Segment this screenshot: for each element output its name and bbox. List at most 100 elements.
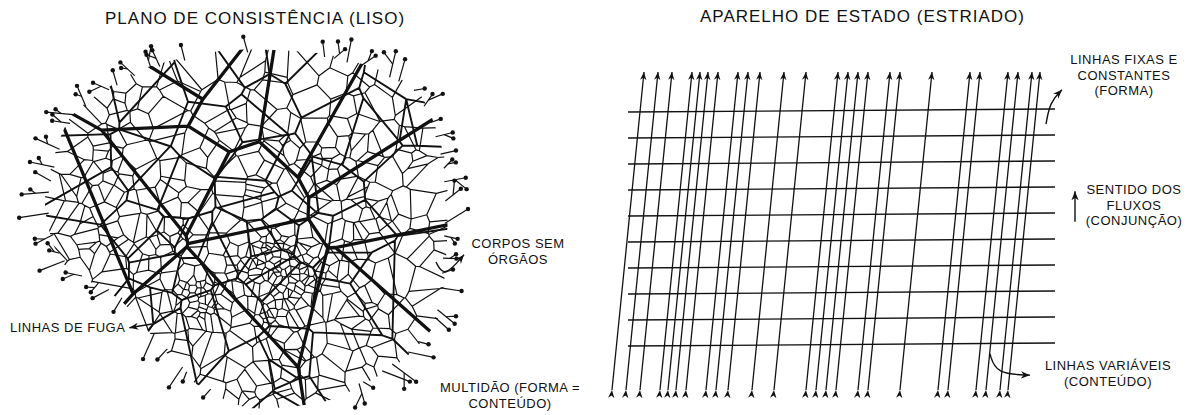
- end-dot: [370, 49, 374, 53]
- end-dot: [441, 92, 445, 96]
- end-dot: [75, 84, 79, 88]
- end-dot: [414, 380, 418, 384]
- end-dot: [451, 136, 455, 140]
- end-dot: [47, 248, 51, 252]
- end-dot: [33, 136, 37, 140]
- end-dot: [33, 170, 37, 174]
- end-dot: [363, 401, 367, 405]
- mesh-lines: [20, 30, 480, 415]
- line-end: [323, 42, 325, 57]
- end-dot: [453, 241, 457, 245]
- end-dot: [336, 39, 340, 43]
- end-dot: [403, 57, 407, 61]
- annotation-label: LINHAS FIXAS E CONSTANTES (FORMA): [1066, 52, 1182, 99]
- end-dot: [454, 160, 458, 164]
- end-dot: [111, 310, 115, 314]
- end-dot: [394, 49, 398, 53]
- end-dot: [241, 35, 245, 39]
- end-dot: [454, 256, 458, 260]
- end-dot: [84, 285, 88, 289]
- leader-arrow: [1046, 90, 1062, 124]
- fixed-line: [628, 213, 1055, 216]
- leader-lines: [129, 90, 1075, 375]
- line-end: [384, 52, 393, 64]
- line-end: [36, 138, 60, 149]
- end-dot: [141, 357, 145, 361]
- line-end: [435, 317, 449, 329]
- annotation-label: MULTIDÃO (FORMA = CONTEÚDO): [425, 380, 595, 411]
- line-end: [113, 70, 117, 85]
- end-dot: [382, 50, 386, 54]
- end-dot: [353, 405, 357, 409]
- end-dot: [91, 81, 95, 85]
- line-ends: [17, 35, 470, 410]
- leader-arrow: [436, 255, 464, 272]
- end-dot: [408, 379, 412, 383]
- variable-line: [660, 72, 692, 390]
- end-dot: [373, 53, 377, 57]
- variable-line: [806, 72, 838, 390]
- variable-line: [976, 72, 1008, 390]
- end-dot: [87, 90, 91, 94]
- line-end: [440, 288, 461, 291]
- variable-line: [612, 72, 644, 390]
- end-dot: [61, 277, 65, 281]
- leader-arrow: [1074, 191, 1075, 221]
- end-dot: [454, 148, 458, 152]
- mesh-lines: [20, 30, 480, 415]
- end-dot: [33, 237, 37, 241]
- variable-line: [868, 72, 900, 390]
- line-end: [19, 213, 49, 217]
- line-end: [355, 393, 362, 407]
- end-dot: [118, 60, 122, 64]
- smooth-mesh: [20, 30, 480, 415]
- panel-heading: APARELHO DE ESTADO (ESTRIADO): [700, 7, 1025, 27]
- end-dot: [455, 237, 459, 241]
- striated-grid: [612, 72, 1055, 390]
- end-dot: [452, 178, 456, 182]
- line-end: [35, 172, 51, 181]
- end-dot: [37, 156, 41, 160]
- line-end: [93, 290, 109, 299]
- variable-line: [640, 72, 672, 390]
- end-dot: [50, 112, 54, 116]
- line-end: [143, 334, 154, 359]
- end-dot: [167, 385, 171, 389]
- end-dot: [89, 290, 93, 294]
- end-dot: [181, 379, 185, 383]
- line-end: [404, 373, 405, 389]
- variable-line: [900, 72, 932, 390]
- end-dot: [452, 322, 456, 326]
- leader-arrow: [129, 324, 152, 328]
- variable-line: [1008, 72, 1040, 390]
- end-dot: [371, 386, 375, 390]
- line-end: [243, 37, 247, 53]
- end-dot: [144, 53, 148, 57]
- end-dot: [343, 47, 347, 51]
- line-end: [399, 59, 405, 81]
- line-end: [169, 367, 183, 387]
- end-dot: [459, 187, 463, 191]
- end-dot: [402, 387, 406, 391]
- annotation-label: SENTIDO DOS FLUXOS (CONJUNÇÃO): [1084, 182, 1184, 229]
- end-dot: [179, 43, 183, 47]
- panel-heading: PLANO DE CONSISTÊNCIA (LISO): [105, 9, 405, 29]
- end-dot: [44, 110, 48, 114]
- variable-line: [816, 72, 848, 390]
- end-dot: [454, 314, 458, 318]
- variable-line: [686, 72, 718, 390]
- line-end: [40, 261, 65, 271]
- end-dot: [44, 135, 48, 139]
- end-dot: [450, 157, 454, 161]
- variable-line: [826, 72, 858, 390]
- end-dot: [439, 117, 443, 121]
- end-dot: [201, 395, 205, 399]
- end-dot: [37, 268, 41, 272]
- line-end: [36, 235, 54, 244]
- line-end: [114, 298, 122, 312]
- variable-line: [626, 72, 658, 390]
- annotation-label: LINHAS DE FUGA: [10, 320, 125, 336]
- end-dot: [321, 39, 325, 43]
- end-dot: [53, 107, 57, 111]
